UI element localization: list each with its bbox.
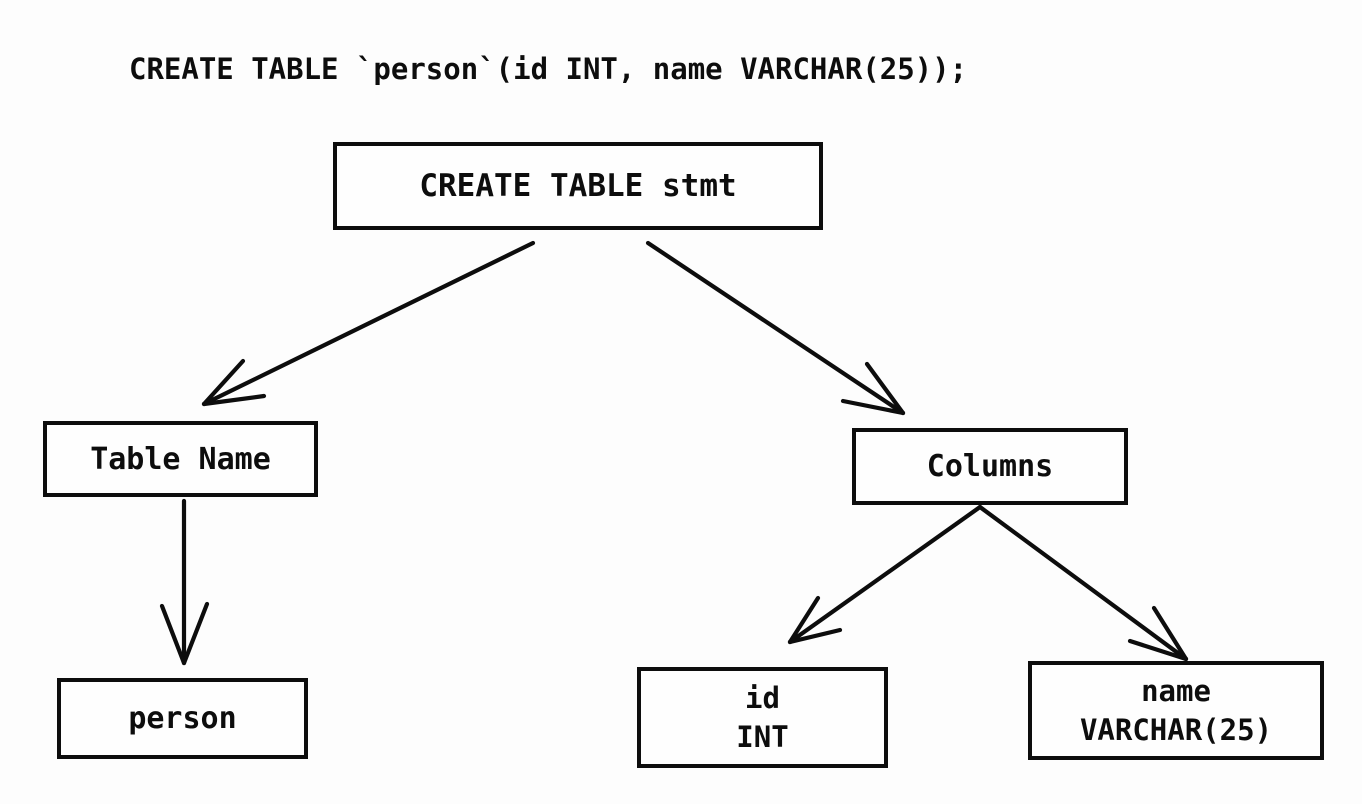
sql-statement-text: CREATE TABLE `person`(id INT, name VARCH… [129,52,968,86]
node-columns: Columns [852,428,1128,505]
edge-columns-to-column-name-arrow [977,504,1189,662]
node-columns-label: Columns [926,449,1054,484]
edge-root-to-table-name-arrow [201,240,536,407]
node-table-name-label: Table Name [90,441,271,477]
node-column-name-name: name [1141,674,1211,709]
edge-table-name-to-person-arrow [159,498,210,666]
node-column-id: id INT [637,667,888,768]
node-column-id-type: INT [736,719,789,754]
edge-root-to-columns-arrow [645,240,906,416]
node-column-name-type: VARCHAR(25) [1079,712,1273,747]
node-table-name: Table Name [43,421,318,497]
node-person: person [57,678,308,759]
edge-columns-to-column-id-arrow [787,504,983,645]
node-person-label: person [128,701,237,736]
node-column-id-name: id [745,681,780,716]
node-create-table-stmt: CREATE TABLE stmt [333,142,823,230]
node-create-table-stmt-label: CREATE TABLE stmt [419,168,737,204]
node-column-name: name VARCHAR(25) [1028,661,1324,760]
